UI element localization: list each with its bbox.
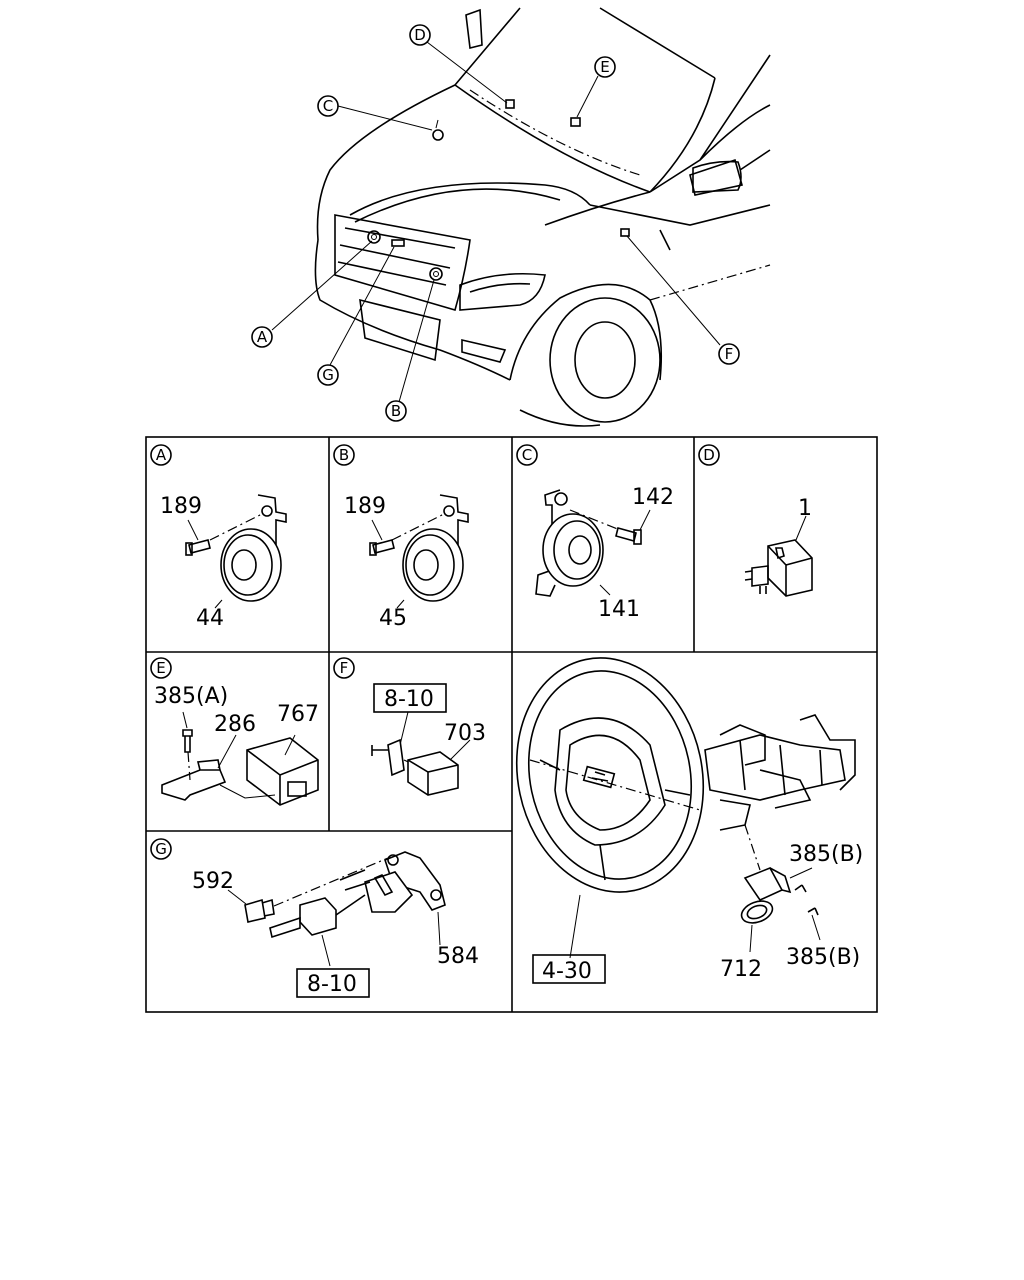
vehicle-front-view bbox=[271, 7, 771, 427]
svg-text:C: C bbox=[323, 97, 333, 115]
panel-label-c: C bbox=[516, 444, 538, 466]
svg-text:B: B bbox=[339, 446, 349, 464]
relay-location-e bbox=[570, 117, 581, 127]
horn-location-a bbox=[367, 230, 381, 244]
relay-location-f bbox=[620, 228, 630, 237]
svg-text:C: C bbox=[522, 446, 532, 464]
ref-box-4-30 bbox=[532, 954, 606, 984]
part-592: 592 bbox=[192, 869, 234, 894]
callout-g: G bbox=[317, 364, 339, 386]
svg-text:E: E bbox=[156, 659, 165, 677]
panel-label-g: G bbox=[150, 838, 172, 860]
connector-location-g bbox=[391, 239, 405, 247]
ref-box-8-10-f bbox=[373, 683, 447, 713]
panel-label-e: E bbox=[150, 657, 172, 679]
part-1: 1 bbox=[798, 496, 812, 521]
horn-45-illustration bbox=[369, 494, 469, 609]
svg-text:D: D bbox=[703, 446, 715, 464]
part-189-b: 189 bbox=[344, 494, 386, 519]
steering-column-illustration bbox=[515, 657, 856, 984]
relay-703-illustration bbox=[371, 683, 471, 796]
relay-1-illustration bbox=[744, 515, 813, 597]
part-767: 767 bbox=[277, 702, 319, 727]
callout-e: E bbox=[594, 56, 616, 78]
svg-text:G: G bbox=[322, 366, 334, 384]
svg-text:A: A bbox=[156, 446, 167, 464]
relay-location-d bbox=[505, 99, 515, 109]
panel-label-f: F bbox=[333, 657, 355, 679]
part-44: 44 bbox=[196, 606, 224, 631]
part-712: 712 bbox=[720, 957, 762, 982]
part-703: 703 bbox=[444, 721, 486, 746]
module-767-illustration bbox=[161, 711, 319, 806]
svg-text:A: A bbox=[257, 328, 268, 346]
ref-8-10-f: 8-10 bbox=[384, 687, 434, 712]
callout-d: D bbox=[409, 24, 431, 46]
callout-a: A bbox=[251, 326, 273, 348]
svg-text:D: D bbox=[414, 26, 426, 44]
part-385b-1: 385(B) bbox=[789, 842, 863, 867]
svg-text:B: B bbox=[391, 402, 401, 420]
part-584: 584 bbox=[437, 944, 479, 969]
svg-text:F: F bbox=[340, 659, 349, 677]
ref-4-30: 4-30 bbox=[542, 959, 592, 984]
horn-44-illustration bbox=[185, 494, 287, 609]
callout-c: C bbox=[317, 95, 339, 117]
part-142: 142 bbox=[632, 485, 674, 510]
panel-label-d: D bbox=[698, 444, 720, 466]
svg-text:E: E bbox=[600, 58, 609, 76]
svg-text:G: G bbox=[155, 840, 167, 858]
horn-location-c bbox=[432, 119, 444, 141]
panel-label-a: A bbox=[150, 444, 172, 466]
part-385b-2: 385(B) bbox=[786, 945, 860, 970]
connector-584-illustration bbox=[227, 851, 446, 998]
horn-location-b bbox=[429, 267, 443, 281]
panel-label-b: B bbox=[333, 444, 355, 466]
part-189-a: 189 bbox=[160, 494, 202, 519]
callout-b: B bbox=[385, 400, 407, 422]
part-385a: 385(A) bbox=[154, 684, 228, 709]
ref-8-10-g: 8-10 bbox=[307, 972, 357, 997]
part-141: 141 bbox=[598, 597, 640, 622]
ref-box-8-10-g bbox=[296, 968, 370, 998]
detail-grid bbox=[145, 436, 878, 1013]
part-286: 286 bbox=[214, 712, 256, 737]
horn-141-illustration bbox=[535, 489, 651, 597]
svg-text:F: F bbox=[725, 345, 734, 363]
part-45: 45 bbox=[379, 606, 407, 631]
callout-f: F bbox=[718, 343, 740, 365]
